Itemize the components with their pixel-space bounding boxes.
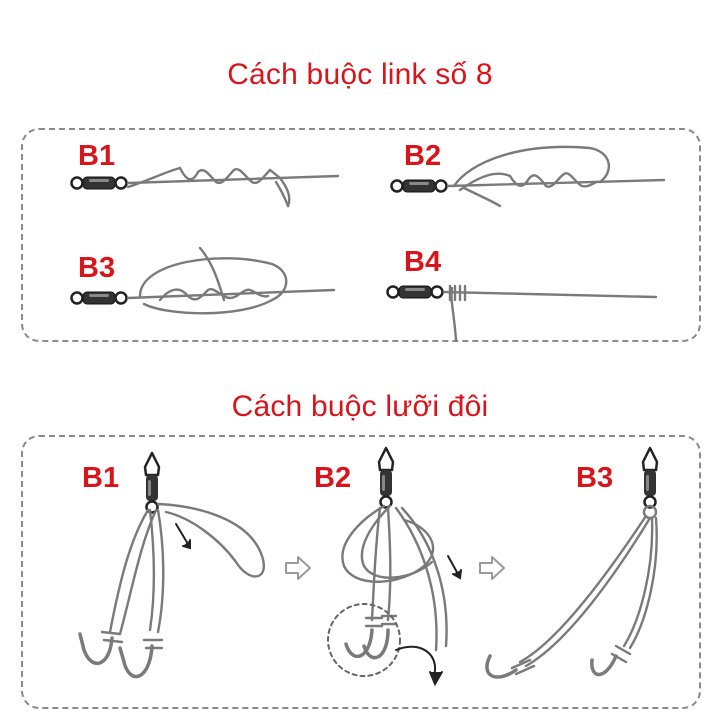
link-step-b4-label: B4 xyxy=(404,246,442,278)
link-b3-drawing xyxy=(70,246,336,315)
hook-b3-drawing xyxy=(485,446,659,679)
hook-b1-drawing xyxy=(78,451,265,679)
step-arrow-1 xyxy=(285,556,311,580)
section-title-double-hook: Cách buộc lưỡi đôi xyxy=(231,390,489,423)
link-8-panel xyxy=(21,128,701,342)
hook-b2-drawing xyxy=(327,446,462,687)
link-b4-drawing xyxy=(386,284,658,342)
hook-step-b1-label: B1 xyxy=(82,462,120,494)
hook-step-b3-label: B3 xyxy=(576,462,614,494)
link-step-b3-label: B3 xyxy=(78,252,116,284)
double-hook-panel xyxy=(21,435,701,709)
link-step-b1-label: B1 xyxy=(78,140,116,172)
link-b1-drawing xyxy=(70,166,340,208)
link-b2-drawing xyxy=(390,145,666,208)
hook-step-b2-label: B2 xyxy=(314,462,352,494)
section-title-link-8: Cách buộc link số 8 xyxy=(227,58,493,91)
step-arrow-2 xyxy=(479,556,505,580)
link-step-b2-label: B2 xyxy=(404,140,442,172)
